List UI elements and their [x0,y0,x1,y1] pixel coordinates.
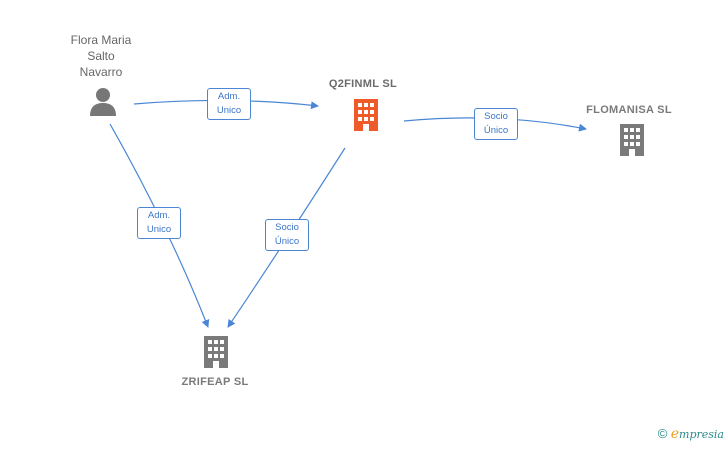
brand-initial: e [670,426,680,442]
company-name-q2finml[interactable]: Q2FINML SL [328,78,398,90]
building-icon-zrifeap[interactable] [200,334,232,370]
brand-name: mpresia [679,428,724,441]
company-name-zrifeap[interactable]: ZRIFEAP SL [181,376,249,388]
building-icon-q2finml[interactable] [350,97,382,133]
edge-label-person-to-q2finml: Adm. Unico [207,88,251,120]
person-name[interactable]: Flora Maria Salto Navarro [70,33,132,79]
edge-label-person-to-zrifeap: Adm. Unico [137,207,181,239]
empresia-watermark[interactable]: © empresia [658,426,724,442]
edge-label-q2finml-to-flomanisa: Socio Único [474,108,518,140]
copyright-symbol: © [657,426,668,441]
person-icon[interactable] [88,86,118,118]
company-name-flomanisa[interactable]: FLOMANISA SL [586,104,672,116]
edge-label-q2finml-to-zrifeap: Socio Único [265,219,309,251]
building-icon-flomanisa[interactable] [616,122,648,158]
